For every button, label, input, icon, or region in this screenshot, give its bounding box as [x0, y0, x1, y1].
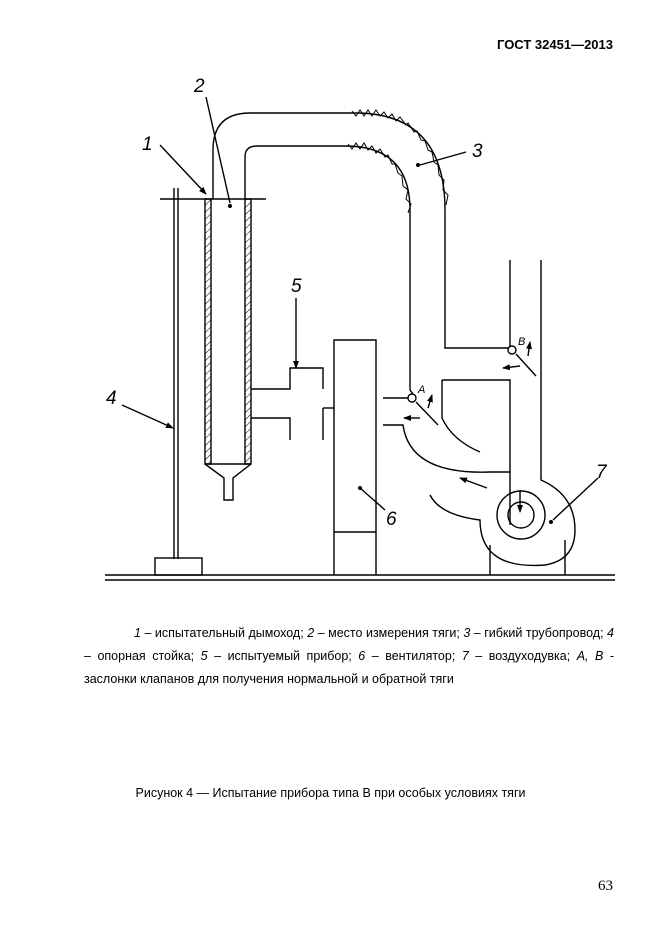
stand-base [154, 557, 203, 576]
valve-a-label: A [417, 384, 425, 396]
blower-hub [507, 501, 535, 529]
legend-num-2: 2 [307, 626, 315, 640]
legend-num-ab: A, B [576, 649, 604, 663]
callout-1: 1 [142, 134, 153, 155]
callout-3: 3 [472, 141, 483, 162]
legend-text-5: – испытуемый прибор; [207, 649, 359, 663]
callout-4: 4 [106, 388, 117, 409]
page-number: 63 [598, 878, 613, 894]
legend-text-3: – гибкий трубопровод; [470, 626, 608, 640]
corrugation-outer [351, 109, 449, 206]
corrugation-inner [347, 142, 412, 214]
callout-7: 7 [596, 462, 608, 483]
callout-6: 6 [386, 509, 397, 530]
legend-num-1: 1 [134, 626, 141, 640]
valve-a [407, 393, 417, 403]
legend-num-7: 7 [461, 649, 469, 663]
legend-text-ab: - заслонки клапанов для получения нормал… [84, 649, 615, 686]
legend-num-3: 3 [463, 626, 471, 640]
valve-b-label: B [518, 336, 525, 348]
legend-num-5: 5 [200, 649, 208, 663]
legend-text-6: – вентилятор; [365, 649, 462, 663]
chimney-wall-left [204, 198, 212, 465]
figure-legend: 1 – испытательный дымоход; 2 – место изм… [84, 622, 614, 691]
chimney-wall-right [244, 198, 252, 465]
legend-text-4: – опорная стойка; [84, 649, 201, 663]
legend-num-6: 6 [358, 649, 366, 663]
legend-text-2: – место измерения тяги; [314, 626, 464, 640]
callout-5: 5 [291, 276, 302, 297]
callout-2: 2 [193, 76, 205, 97]
blower-rotor [496, 490, 546, 540]
legend-num-4: 4 [607, 626, 614, 640]
standard-number: ГОСТ 32451—2013 [497, 37, 613, 52]
figure-caption: Рисунок 4 — Испытание прибора типа В при… [135, 786, 526, 800]
valve-b [507, 345, 517, 355]
test-setup-diagram: 1 2 3 4 5 6 7 A B [105, 76, 615, 581]
legend-text-1: – испытательный дымоход; [140, 626, 308, 640]
legend-text-7: – воздуходувка; [468, 649, 577, 663]
